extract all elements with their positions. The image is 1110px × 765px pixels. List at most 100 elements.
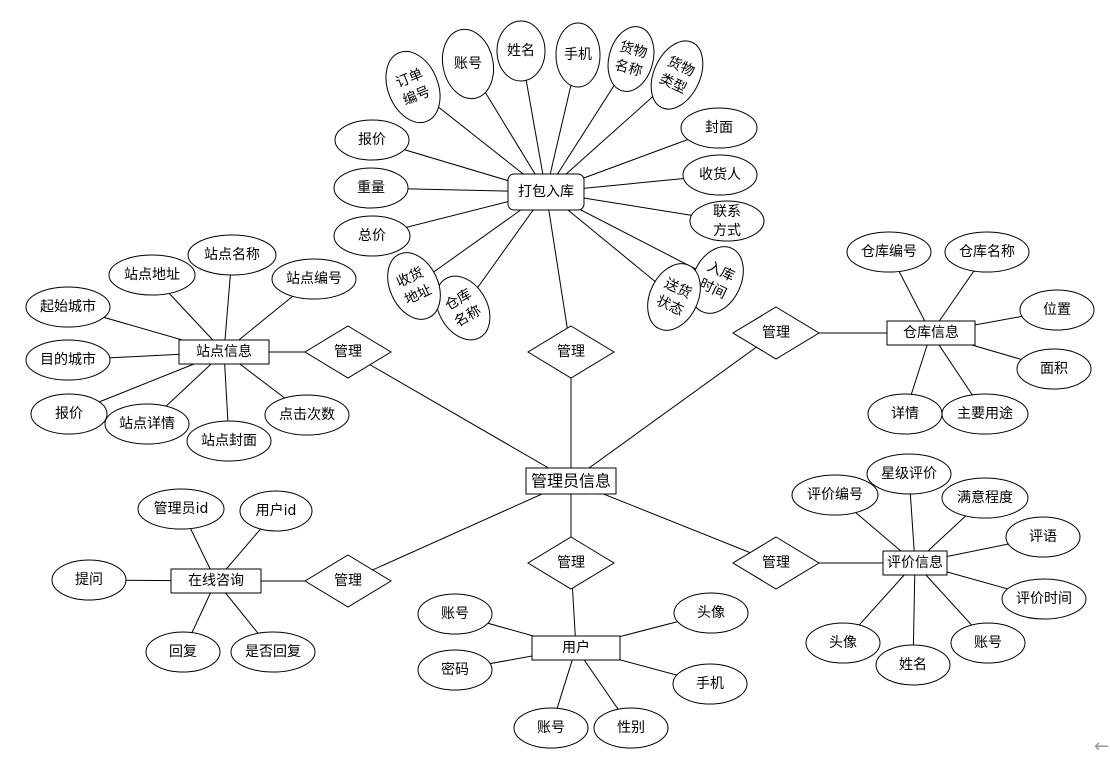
attribute-review-1: 评价编号 <box>791 474 879 516</box>
attribute-warehouse-4: 详情 <box>867 393 943 435</box>
attribute-ellipse <box>108 254 196 296</box>
attribute-site-0: 站点名称 <box>187 234 277 276</box>
attribute-ellipse <box>875 644 951 686</box>
attribute-pack-8: 联系方式联系方式 <box>689 200 765 242</box>
relationship-pack: 管理 <box>527 325 615 379</box>
attribute-ellipse <box>230 631 316 673</box>
attribute-consult-3: 回复 <box>145 631 221 673</box>
attribute-warehouse-3: 面积 <box>1016 348 1092 390</box>
attribute-label: 回复 <box>169 643 197 660</box>
attribute-ellipse <box>417 593 493 635</box>
attribute-label: 仓库名称 <box>959 244 1015 260</box>
attribute-ellipse <box>682 154 758 196</box>
attribute-review-4: 评价时间 <box>1001 578 1087 620</box>
attribute-ellipse <box>333 215 411 257</box>
entity-box <box>525 467 617 495</box>
entity-box <box>178 339 270 365</box>
attribute-label: 是否回复 <box>245 643 301 660</box>
relationship-diamond <box>304 325 392 379</box>
back-arrow-icon[interactable]: ← <box>1094 736 1110 757</box>
attribute-pack-3: 手机 <box>555 22 601 88</box>
attribute-label: 主要用途 <box>957 405 1013 422</box>
relationship-diamond <box>527 325 615 379</box>
attribute-user-0: 账号 <box>417 593 493 635</box>
attribute-review-2: 满意程度 <box>941 477 1029 519</box>
attribute-label: 性别 <box>617 720 645 736</box>
entity-pack: 打包入库 <box>507 173 585 211</box>
attribute-ellipse <box>271 258 357 300</box>
attribute-ellipse <box>513 707 589 749</box>
attribute-label: 头像 <box>829 635 857 651</box>
attribute-label: 起始城市 <box>40 298 96 315</box>
attribute-label: 封面 <box>705 120 733 136</box>
attribute-pack-0: 订单编号订单编号 <box>385 50 441 124</box>
relationship-label: 管理 <box>762 555 790 571</box>
attribute-ellipse <box>650 40 704 110</box>
relationship-label: 管理 <box>334 344 362 360</box>
attribute-ellipse <box>866 453 952 495</box>
attribute-label: 用户id <box>256 502 297 519</box>
attribute-label: 姓名 <box>507 43 535 59</box>
attribute-label-line1: 联系 <box>713 204 741 220</box>
attribute-ellipse <box>555 22 601 88</box>
relationship-site: 管理 <box>304 325 392 379</box>
entity-label: 在线咨询 <box>188 573 244 589</box>
attribute-site-2: 站点编号 <box>271 258 357 300</box>
attribute-ellipse <box>239 490 313 532</box>
attribute-ellipse <box>104 403 190 445</box>
attribute-pack-1: 账号 <box>441 28 495 100</box>
edge-center-warehouse <box>570 332 777 482</box>
entity-user: 用户 <box>531 635 621 661</box>
attribute-label: 站点详情 <box>119 416 175 432</box>
attribute-warehouse-0: 仓库编号 <box>846 231 932 273</box>
attribute-review-3: 评语 <box>1005 516 1081 558</box>
attribute-warehouse-5: 主要用途 <box>941 393 1029 435</box>
entity-label: 打包入库 <box>518 183 574 200</box>
entity-box <box>507 173 585 211</box>
relationship-review: 管理 <box>732 536 820 590</box>
attribute-label: 报价 <box>55 406 83 422</box>
attribute-ellipse <box>941 393 1029 435</box>
attribute-ellipse <box>1019 289 1095 331</box>
attribute-label: 满意程度 <box>957 489 1013 506</box>
attribute-label: 账号 <box>441 606 469 622</box>
attribute-label: 账号 <box>537 720 565 736</box>
attribute-review-0: 星级评价 <box>866 453 952 495</box>
attribute-pack-15: 报价 <box>334 119 410 161</box>
attribute-site-6: 站点详情 <box>104 403 190 445</box>
relationship-diamond <box>527 536 615 590</box>
attribute-pack-4: 货物名称货物名称 <box>607 26 655 92</box>
attribute-ellipse <box>805 622 881 664</box>
entity-box <box>886 320 976 346</box>
entity-label: 站点信息 <box>196 343 252 360</box>
attribute-ellipse <box>387 252 441 320</box>
attribute-label: 站点地址 <box>124 267 180 283</box>
attribute-label: 评语 <box>1029 529 1057 545</box>
relationship-label: 管理 <box>762 325 790 341</box>
attribute-pack-13: 总价 <box>333 215 411 257</box>
attribute-ellipse <box>791 474 879 516</box>
attribute-pack-10: 送货状态送货状态 <box>647 263 701 331</box>
attribute-review-5: 账号 <box>950 622 1026 664</box>
attribute-warehouse-2: 位置 <box>1019 289 1095 331</box>
attribute-review-6: 姓名 <box>875 644 951 686</box>
attribute-ellipse <box>673 592 749 634</box>
attribute-pack-5: 货物类型货物类型 <box>650 40 704 110</box>
attribute-ellipse <box>187 234 277 276</box>
attribute-ellipse <box>51 559 127 601</box>
attribute-site-8: 点击次数 <box>264 394 350 436</box>
attribute-ellipse <box>30 393 108 435</box>
edges <box>67 50 1058 729</box>
attribute-label: 面积 <box>1040 361 1068 377</box>
attribute-site-5: 报价 <box>30 393 108 435</box>
attribute-label: 提问 <box>75 572 103 588</box>
attribute-label: 星级评价 <box>881 466 937 482</box>
attribute-ellipse <box>385 50 441 124</box>
entity-admin-center: 管理员信息 <box>525 467 617 495</box>
entity-review: 评价信息 <box>882 550 948 576</box>
attribute-label-line2: 方式 <box>713 223 741 239</box>
attribute-pack-14: 重量 <box>333 167 409 209</box>
attribute-ellipse <box>435 275 491 341</box>
